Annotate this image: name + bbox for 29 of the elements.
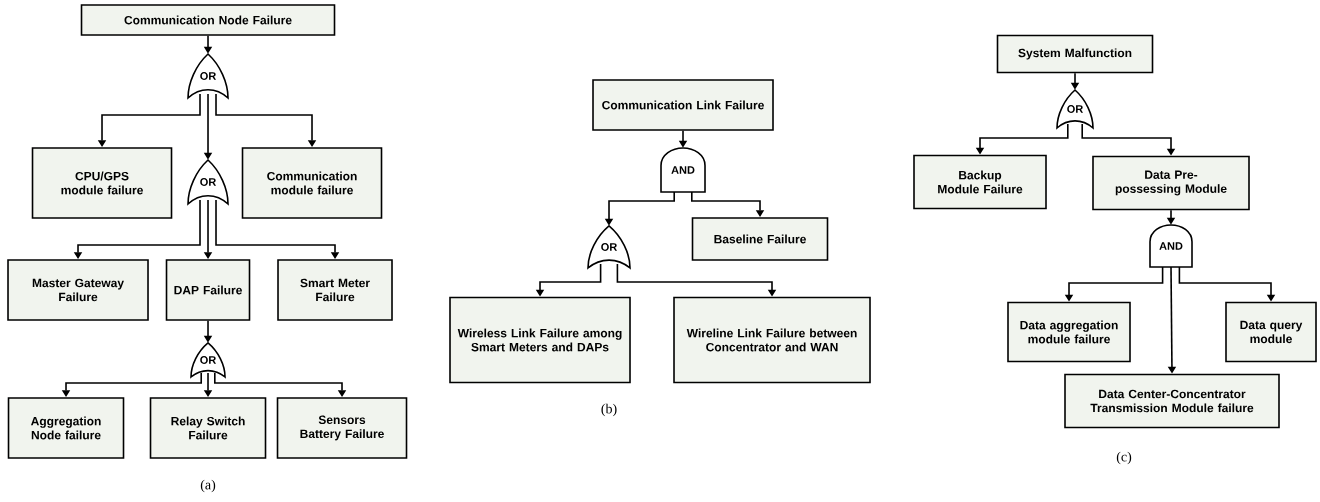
subfigure-label: (a)	[200, 479, 216, 493]
event-box: Wireless Link Failure among Smart Meters and DAPs	[449, 296, 631, 384]
or-gate: OR	[187, 53, 229, 99]
event-box: Communication Link Failure	[592, 79, 774, 131]
event-box: Backup Module Failure	[913, 154, 1047, 210]
or-gate: OR	[187, 159, 229, 205]
subfigure-label: (c)	[1116, 451, 1132, 465]
event-box: Data Pre-possessing Module	[1092, 155, 1250, 211]
subfigure-label: (b)	[601, 403, 617, 417]
event-box: Sensors Battery Failure	[276, 397, 408, 459]
event-box: DAP Failure	[165, 259, 251, 321]
event-box: Aggregation Node failure	[7, 397, 125, 459]
event-box: Wireline Link Failure between Concentrator and WAN	[673, 296, 871, 384]
event-box: Communication module failure	[241, 147, 383, 219]
event-box: Communication Node Failure	[80, 4, 336, 36]
event-box: CPU/GPS module failure	[31, 147, 173, 219]
event-box: Smart Meter Failure	[277, 259, 393, 321]
event-box: System Malfunction	[996, 34, 1154, 74]
event-box: Baseline Failure	[691, 217, 829, 261]
event-box: Data Center-Concentrator Transmission Module failure	[1064, 373, 1280, 429]
or-gate: OR	[190, 342, 226, 378]
event-box: Data aggregation module failure	[1007, 301, 1131, 363]
and-gate: AND	[1149, 224, 1193, 268]
event-box: Relay Switch Failure	[149, 397, 267, 459]
or-gate: OR	[1056, 89, 1094, 129]
and-gate: AND	[660, 147, 706, 193]
event-box: Master Gateway Failure	[7, 259, 149, 321]
event-box: Data query module	[1225, 301, 1317, 363]
or-gate: OR	[587, 225, 631, 269]
